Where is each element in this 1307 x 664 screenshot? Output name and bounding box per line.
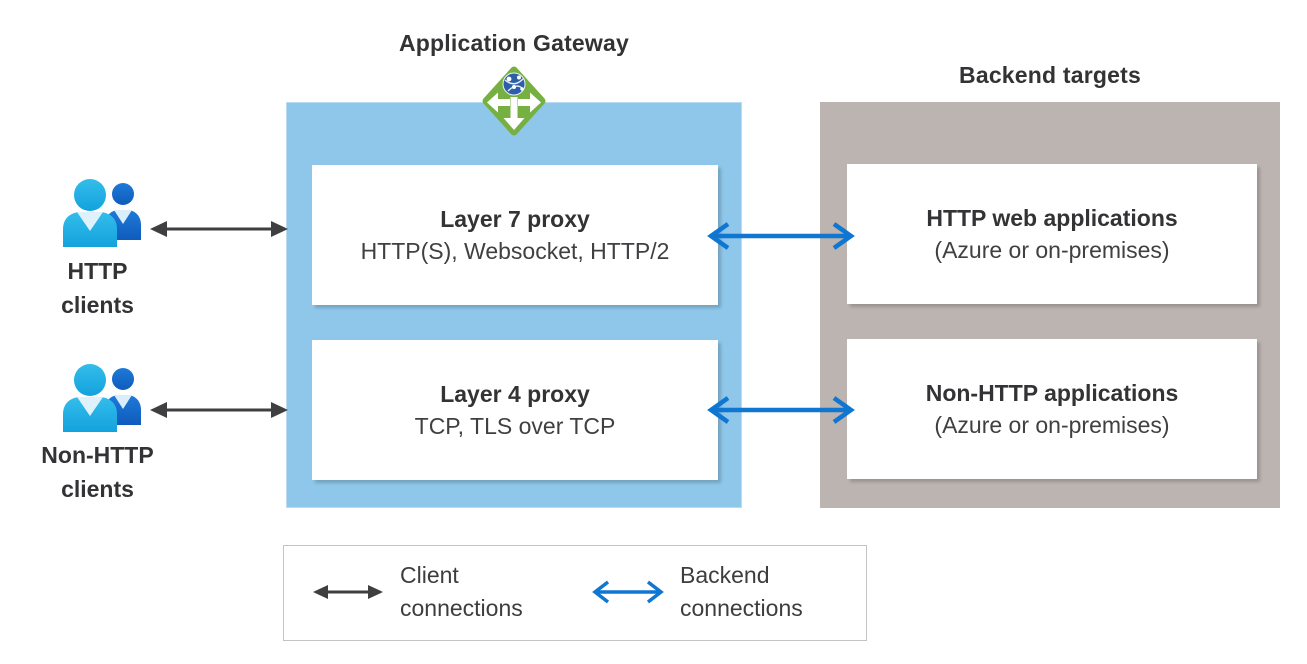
backend-connections-legend-label: Backend connections [680,559,803,625]
backend-connections-line1: Backend [680,562,770,588]
users-icon [63,364,141,432]
non-http-applications-box: Non-HTTP applications (Azure or on-premi… [847,339,1257,479]
backend-targets-container: HTTP web applications (Azure or on-premi… [820,102,1280,508]
http-clients-label: HTTP clients [10,254,185,322]
application-gateway-container: Layer 7 proxy HTTP(S), Websocket, HTTP/2… [286,102,742,508]
non-http-clients-label: Non-HTTP clients [10,438,185,506]
application-gateway-title: Application Gateway [398,30,629,56]
backend-connection-legend-arrow [592,580,664,604]
http-clients-label-line2: clients [61,292,134,318]
client-connections-line1: Client [400,562,459,588]
backend-connection-arrow [707,396,855,424]
backend-connection-arrow [707,222,855,250]
layer4-proxy-box: Layer 4 proxy TCP, TLS over TCP [312,340,718,480]
http-web-applications-subtitle: (Azure or on-premises) [934,237,1170,263]
non-http-clients-label-line2: clients [61,476,134,502]
client-connections-line2: connections [400,595,523,621]
backend-connections-line2: connections [680,595,803,621]
legend-box: Client connections Backend connections [283,545,867,641]
client-connection-legend-arrow [313,585,383,599]
http-web-applications-title: HTTP web applications [926,205,1178,231]
layer4-proxy-subtitle: TCP, TLS over TCP [414,413,616,439]
users-icon [63,179,141,247]
layer7-proxy-box: Layer 7 proxy HTTP(S), Websocket, HTTP/2 [312,165,718,305]
non-http-clients-label-line1: Non-HTTP [41,442,154,468]
client-connection-arrow [150,402,288,418]
http-clients-label-line1: HTTP [67,258,128,284]
non-http-applications-title: Non-HTTP applications [925,380,1179,406]
backend-targets-title: Backend targets [959,62,1141,88]
layer7-proxy-title: Layer 7 proxy [440,206,590,232]
layer4-proxy-title: Layer 4 proxy [440,381,590,407]
layer7-proxy-subtitle: HTTP(S), Websocket, HTTP/2 [360,238,670,264]
http-web-applications-box: HTTP web applications (Azure or on-premi… [847,164,1257,304]
application-gateway-icon [482,66,546,136]
client-connection-arrow [150,221,288,237]
client-connections-legend-label: Client connections [400,559,523,625]
non-http-applications-subtitle: (Azure or on-premises) [934,412,1170,438]
